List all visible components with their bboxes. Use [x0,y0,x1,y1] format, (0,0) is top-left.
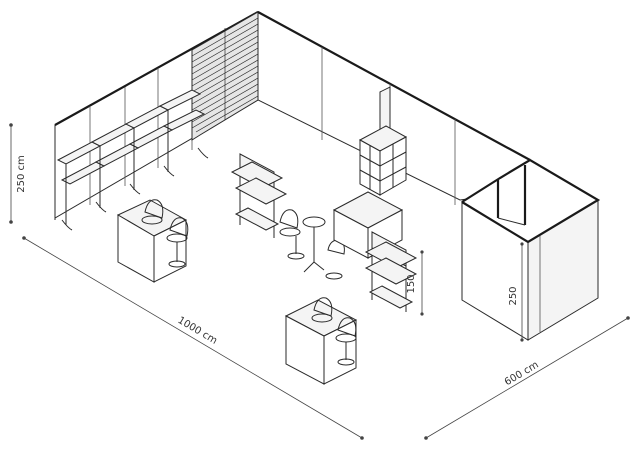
width-label: 600 cm [503,360,541,389]
counter-height-label: 150 [406,274,417,293]
cube-shelving [358,125,408,196]
round-table [302,216,326,273]
wall-height-label: 250 cm [16,155,27,193]
counter-left [116,199,188,283]
chairs-center [279,209,345,280]
length-label: 1000 cm [176,315,219,347]
chairs-left [141,199,189,268]
storage-booth [461,158,601,341]
dimension-booth-height: 250 [508,242,524,342]
dimension-counter-height: 150 [406,250,424,316]
display-stand-center [230,153,288,238]
chairs-front [311,297,357,366]
slatted-wall-panel [191,11,259,141]
wall-shelves [56,89,209,231]
booth-height-label: 250 [508,286,519,305]
dimension-height-left: 250 cm [9,123,27,224]
display-stand-right [364,231,418,312]
